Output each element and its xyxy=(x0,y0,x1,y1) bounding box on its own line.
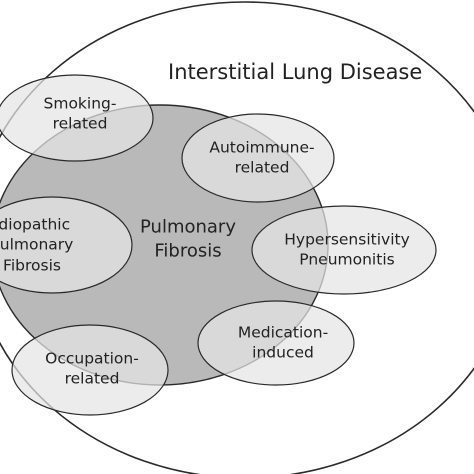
label-line: related xyxy=(52,115,108,133)
label-line: Pneumonitis xyxy=(299,251,395,269)
label-line: Fibrosis xyxy=(154,240,222,261)
label-occupation-related: Occupation- related xyxy=(45,349,139,390)
ellipse-idiopathic-pulmonary-fibrosis xyxy=(0,196,133,294)
label-autoimmune-related: Autoimmune- related xyxy=(209,138,314,179)
label-line: related xyxy=(234,159,290,177)
label-idiopathic-pulmonary-fibrosis: Idiopathic Pulmonary Fibrosis xyxy=(0,214,73,275)
label-line: Pulmonary xyxy=(140,216,236,238)
ellipse-occupation-related xyxy=(11,324,169,416)
label-line: Pulmonary xyxy=(0,235,74,254)
label-line: Autoimmune- xyxy=(209,138,315,157)
ellipse-hypersensitivity-pneumonitis xyxy=(251,205,437,295)
label-medication-induced: Medication- induced xyxy=(238,323,328,364)
ellipse-smoking-related xyxy=(0,74,154,162)
label-line: Hypersensitivity xyxy=(284,230,410,249)
label-line: related xyxy=(64,370,120,388)
label-smoking-related: Smoking- related xyxy=(44,94,117,135)
ellipse-medication-induced xyxy=(197,300,355,386)
label-line: Smoking- xyxy=(43,94,117,113)
label-line: Medication- xyxy=(237,323,329,342)
diagram-title: Interstitial Lung Disease xyxy=(168,60,423,84)
ellipse-autoimmune-related xyxy=(181,113,335,203)
label-line: Idiopathic xyxy=(0,215,71,234)
label-hypersensitivity-pneumonitis: Hypersensitivity Pneumonitis xyxy=(284,230,410,271)
label-line: Fibrosis xyxy=(3,256,61,275)
label-pulmonary-fibrosis: Pulmonary Fibrosis xyxy=(140,215,236,263)
label-line: induced xyxy=(252,344,314,362)
label-line: Occupation- xyxy=(45,349,139,368)
